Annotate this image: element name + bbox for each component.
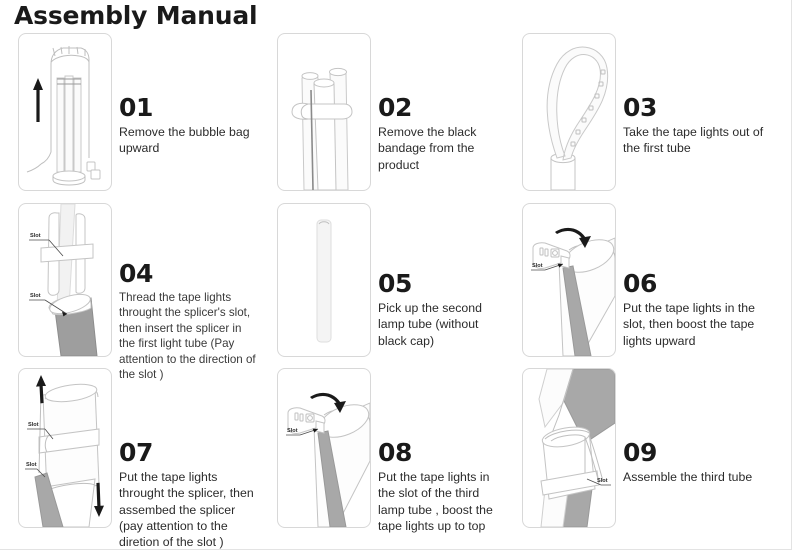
step-card-03: 03 Take the tape lights out of the first… (505, 33, 773, 203)
step-description: Put the tape lights throught the splicer… (119, 470, 254, 550)
slot-label: Slot (586, 478, 611, 486)
steps-row-2: Slot Slot 04 Thread the tape lights thro… (0, 203, 790, 381)
slot-label-upper: Slot (29, 233, 64, 257)
page-title: Assembly Manual (14, 1, 258, 30)
step-text-block-05: 05 Pick up the second lamp tube (without… (371, 203, 505, 349)
slot-label-text: Slot (26, 462, 37, 468)
step-description: Pick up the second lamp tube (without bl… (378, 301, 482, 348)
curved-arrow-icon (555, 227, 591, 248)
step-description: Remove the bubble bag upward (119, 125, 250, 156)
step-illustration-04: Slot Slot (18, 203, 112, 357)
step-card-06: Slot 06 Put the tape lights in the slot,… (505, 203, 773, 368)
step-illustration-06: Slot (522, 203, 616, 357)
step-number: 02 (378, 93, 412, 122)
step-description: Assemble the third tube (623, 470, 753, 484)
step-illustration-07: Slot Slot (18, 368, 112, 528)
step-illustration-08: Slot (277, 368, 371, 528)
step-illustration-01 (18, 33, 112, 191)
step-card-04: Slot Slot 04 Thread the tape lights thro… (0, 203, 260, 381)
slot-label-lower: Slot (29, 293, 68, 317)
step-number: 05 (378, 269, 412, 298)
step-illustration-05 (277, 203, 371, 357)
step-card-09: Slot 09 Assemble the third tube (505, 368, 773, 540)
curved-arrow-icon (310, 392, 346, 413)
down-arrow-icon (94, 482, 104, 517)
step-card-08: Slot 08 Put the tape lights in the slot … (260, 368, 505, 540)
slot-label-text: Slot (30, 233, 41, 239)
step-description: Take the tape lights out of the first tu… (623, 125, 764, 156)
steps-row-3: Slot Slot (0, 368, 790, 549)
step-description: Put the tape lights in the slot, then bo… (623, 301, 755, 348)
step-illustration-03 (522, 33, 616, 191)
steps-grid: 01 Remove the bubble bag upward (0, 33, 790, 549)
step-text-block-07: 07 Put the tape lights throught the spli… (112, 368, 260, 551)
up-arrow-icon (33, 78, 43, 122)
slot-label-lower: Slot (25, 462, 46, 478)
step-card-02: 02 Remove the black bandage from the pro… (260, 33, 505, 203)
step-number: 01 (119, 93, 153, 122)
step-number: 03 (623, 93, 657, 122)
step-description: Thread the tape lights throught the spli… (119, 291, 256, 382)
step-text-block-08: 08 Put the tape lights in the slot of th… (371, 368, 505, 534)
slot-label-upper: Slot (27, 422, 54, 440)
slot-label: Slot (286, 428, 319, 436)
step-card-05: 05 Pick up the second lamp tube (without… (260, 203, 505, 368)
slot-label-text: Slot (28, 422, 39, 428)
step-illustration-02 (277, 33, 371, 191)
slot-label-text: Slot (597, 478, 608, 484)
slot-label-text: Slot (532, 263, 543, 269)
slot-label-text: Slot (30, 293, 41, 299)
step-text-block-09: 09 Assemble the third tube (616, 368, 773, 485)
step-text-block-06: 06 Put the tape lights in the slot, then… (616, 203, 773, 349)
step-text-block-04: 04 Thread the tape lights throught the s… (112, 203, 260, 382)
step-number: 08 (378, 438, 412, 467)
slot-label: Slot (531, 263, 564, 271)
step-card-01: 01 Remove the bubble bag upward (0, 33, 260, 203)
step-card-07: Slot Slot (0, 368, 260, 549)
step-number: 07 (119, 438, 153, 467)
steps-row-1: 01 Remove the bubble bag upward (0, 33, 790, 203)
step-illustration-09: Slot (522, 368, 616, 528)
step-number: 04 (119, 259, 153, 288)
step-number: 09 (623, 438, 657, 467)
step-text-block-01: 01 Remove the bubble bag upward (112, 33, 260, 157)
step-description: Remove the black bandage from the produc… (378, 125, 477, 172)
slot-label-text: Slot (287, 428, 298, 434)
step-text-block-02: 02 Remove the black bandage from the pro… (371, 33, 505, 173)
step-description: Put the tape lights in the slot of the t… (378, 470, 493, 534)
step-text-block-03: 03 Take the tape lights out of the first… (616, 33, 773, 157)
step-number: 06 (623, 269, 657, 298)
up-arrow-icon (36, 375, 46, 404)
